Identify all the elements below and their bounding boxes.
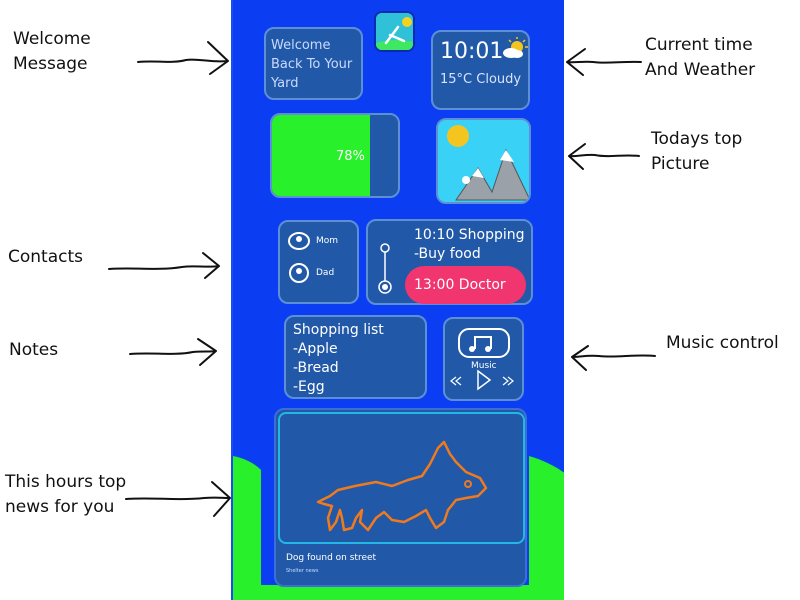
dog-drawing-icon [316, 440, 488, 532]
notes-widget[interactable]: Shopping list -Apple -Bread -Egg [284, 315, 427, 399]
annotation-time-line-1: Current time [645, 35, 753, 55]
app-logo-icon [376, 13, 413, 50]
annotation-news-line-1: This hours top [5, 472, 127, 492]
phone-screen: Welcome Back To Your Yard 10:01 15°C Clo… [231, 0, 564, 600]
annotation-picture-line-2: Picture [651, 154, 710, 174]
arrow-news [125, 481, 231, 517]
top-news-widget[interactable]: Dog found on street Shelter news [274, 408, 527, 587]
contacts-widget: Mom Dad [278, 220, 359, 304]
arrow-contacts [108, 252, 220, 279]
weather-condition: 15°C Cloudy [440, 72, 522, 87]
welcome-line-3: Yard [271, 76, 299, 91]
news-image [278, 412, 525, 544]
annotation-music-line-1: Music control [666, 333, 779, 353]
welcome-message: Welcome Back To Your Yard [264, 27, 363, 100]
notes-item: -Egg [293, 379, 325, 395]
annotation-top-picture: Todays top Picture [651, 127, 742, 177]
annotation-news-line-2: news for you [5, 497, 115, 517]
grass-background [233, 456, 564, 600]
annotation-time-line-2: And Weather [645, 60, 756, 80]
event-doctor[interactable]: 13:00 Doctor [405, 266, 526, 304]
time-weather-widget[interactable]: 10:01 15°C Cloudy [431, 30, 530, 110]
battery-percentage: 78% [336, 149, 365, 164]
annotation-notes: Notes [9, 338, 58, 363]
annotation-welcome: Welcome Message [13, 27, 91, 77]
current-time: 10:01 [440, 39, 504, 64]
arrow-top-picture [568, 143, 640, 170]
timeline-icon [378, 243, 392, 294]
notes-item: -Bread [293, 360, 339, 376]
next-icon[interactable] [501, 375, 515, 387]
previous-icon[interactable] [449, 375, 463, 387]
music-control-widget: Music [443, 317, 524, 401]
mountain-sun-icon [438, 120, 529, 202]
annotation-picture-line-1: Todays top [651, 129, 743, 149]
annotation-notes-line-1: Notes [9, 340, 59, 360]
arrow-time-weather [566, 48, 642, 76]
contact-dad[interactable]: Dad [288, 262, 334, 284]
contact-name: Mom [316, 236, 339, 246]
event-detail: -Buy food [414, 246, 481, 262]
contact-mom[interactable]: Mom [288, 231, 338, 251]
arrow-welcome [137, 41, 229, 75]
annotation-welcome-line-2: Message [13, 54, 88, 74]
event-shopping[interactable]: 10:10 Shopping -Buy food [414, 226, 525, 264]
battery-widget: 78% [270, 113, 400, 198]
welcome-line-2: Back To Your [271, 57, 353, 72]
contact-icon [288, 232, 310, 250]
event-time-title: 10:10 Shopping [414, 227, 525, 243]
battery-level-fill [272, 115, 371, 196]
news-source: Shelter news [286, 568, 319, 574]
annotation-news: This hours top news for you [5, 470, 126, 520]
annotation-contacts: Contacts [8, 245, 83, 270]
music-label: Music [471, 361, 497, 371]
sun-cloud-icon [503, 37, 528, 58]
contact-name: Dad [316, 268, 335, 278]
welcome-line-1: Welcome [271, 38, 331, 53]
annotation-welcome-line-1: Welcome [13, 29, 91, 49]
contact-icon [289, 263, 309, 283]
top-picture-widget[interactable] [436, 118, 531, 204]
arrow-notes [129, 338, 217, 366]
schedule-widget: 10:10 Shopping -Buy food 13:00 Doctor [366, 219, 533, 305]
annotation-time-weather: Current time And Weather [645, 33, 755, 83]
arrow-music [571, 345, 656, 371]
music-note-icon [458, 328, 510, 358]
annotation-contacts-line-1: Contacts [8, 247, 83, 267]
notes-item: -Apple [293, 341, 338, 357]
play-icon[interactable] [475, 369, 493, 391]
notes-title: Shopping list [293, 322, 384, 338]
annotation-music: Music control [666, 331, 779, 356]
news-headline: Dog found on street [286, 553, 377, 563]
app-icon[interactable] [374, 11, 415, 52]
